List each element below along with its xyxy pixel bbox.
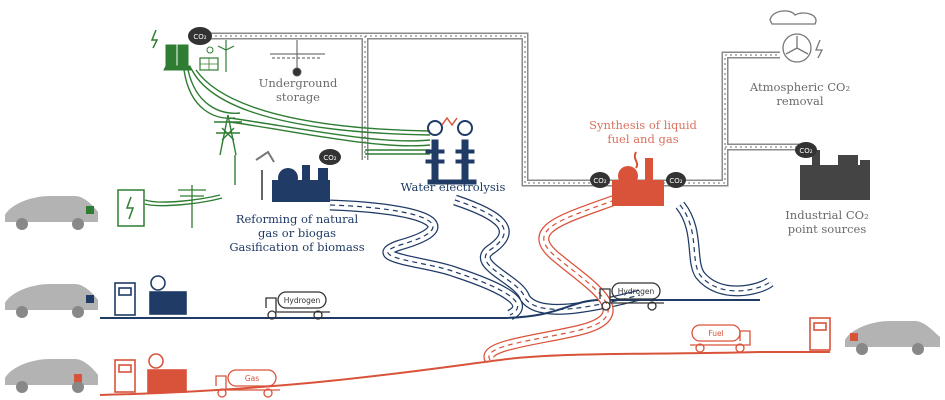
- synthesis-label: Synthesis of liquid fuel and gas: [589, 118, 697, 146]
- atmospheric-co2-removal-icon: [769, 10, 824, 63]
- co2-badge-text: CO₂: [799, 147, 812, 155]
- co2-badge-text: CO₂: [593, 177, 606, 185]
- water-electrolysis-icon: [425, 116, 477, 185]
- gas-truck-icon: [215, 369, 280, 398]
- atmospheric-removal-label: Atmospheric CO₂ removal: [749, 80, 851, 108]
- co2-badge-text: CO₂: [323, 154, 336, 162]
- hydrogen-truck-left-label: Hydrogen: [284, 296, 321, 305]
- fuel-pump-right-icon: [809, 317, 831, 351]
- hydrogen-truck-right-icon: [599, 282, 664, 311]
- hydrogen-truck-right-label: Hydrogen: [618, 287, 655, 296]
- underground-storage-label: Underground storage: [258, 76, 338, 104]
- industrial-plant-icon: [795, 142, 870, 200]
- reforming-label: Reforming of natural gas or biogas Gasif…: [229, 212, 365, 254]
- electric-car-icon: [5, 196, 98, 230]
- gas-truck-label: Gas: [245, 374, 259, 383]
- underground-storage-icon: [270, 40, 325, 77]
- distribution-pole-icon: [178, 185, 206, 228]
- fuel-truck-label: Fuel: [708, 329, 723, 338]
- ev-charger-icon: [117, 189, 145, 227]
- hydrogen-car-icon: [5, 284, 98, 318]
- co2-badge-text: CO₂: [669, 177, 682, 185]
- hydrogen-roads: [100, 194, 774, 320]
- synthesis-plant-icon: [590, 151, 686, 206]
- fuel-roads: [99, 194, 830, 396]
- renewable-power-icon: [150, 29, 235, 72]
- fuel-truck-icon: [690, 324, 751, 353]
- electricity-lines: [144, 69, 431, 207]
- hydrogen-station-icon: [114, 275, 187, 316]
- hydrogen-truck-left-icon: [265, 291, 330, 320]
- reforming-plant-icon: [255, 149, 341, 202]
- power-pylon-icon: [214, 114, 242, 156]
- fuel-station-icon: [114, 353, 187, 393]
- co2-badge-text: CO₂: [193, 33, 206, 41]
- fuel-car-left-icon: [5, 359, 98, 393]
- water-electrolysis-label: Water electrolysis: [400, 180, 506, 194]
- fuel-car-right-icon: [845, 321, 940, 355]
- industrial-sources-label: Industrial CO₂ point sources: [785, 208, 869, 236]
- co2-cloud-icon: CO₂: [188, 27, 212, 45]
